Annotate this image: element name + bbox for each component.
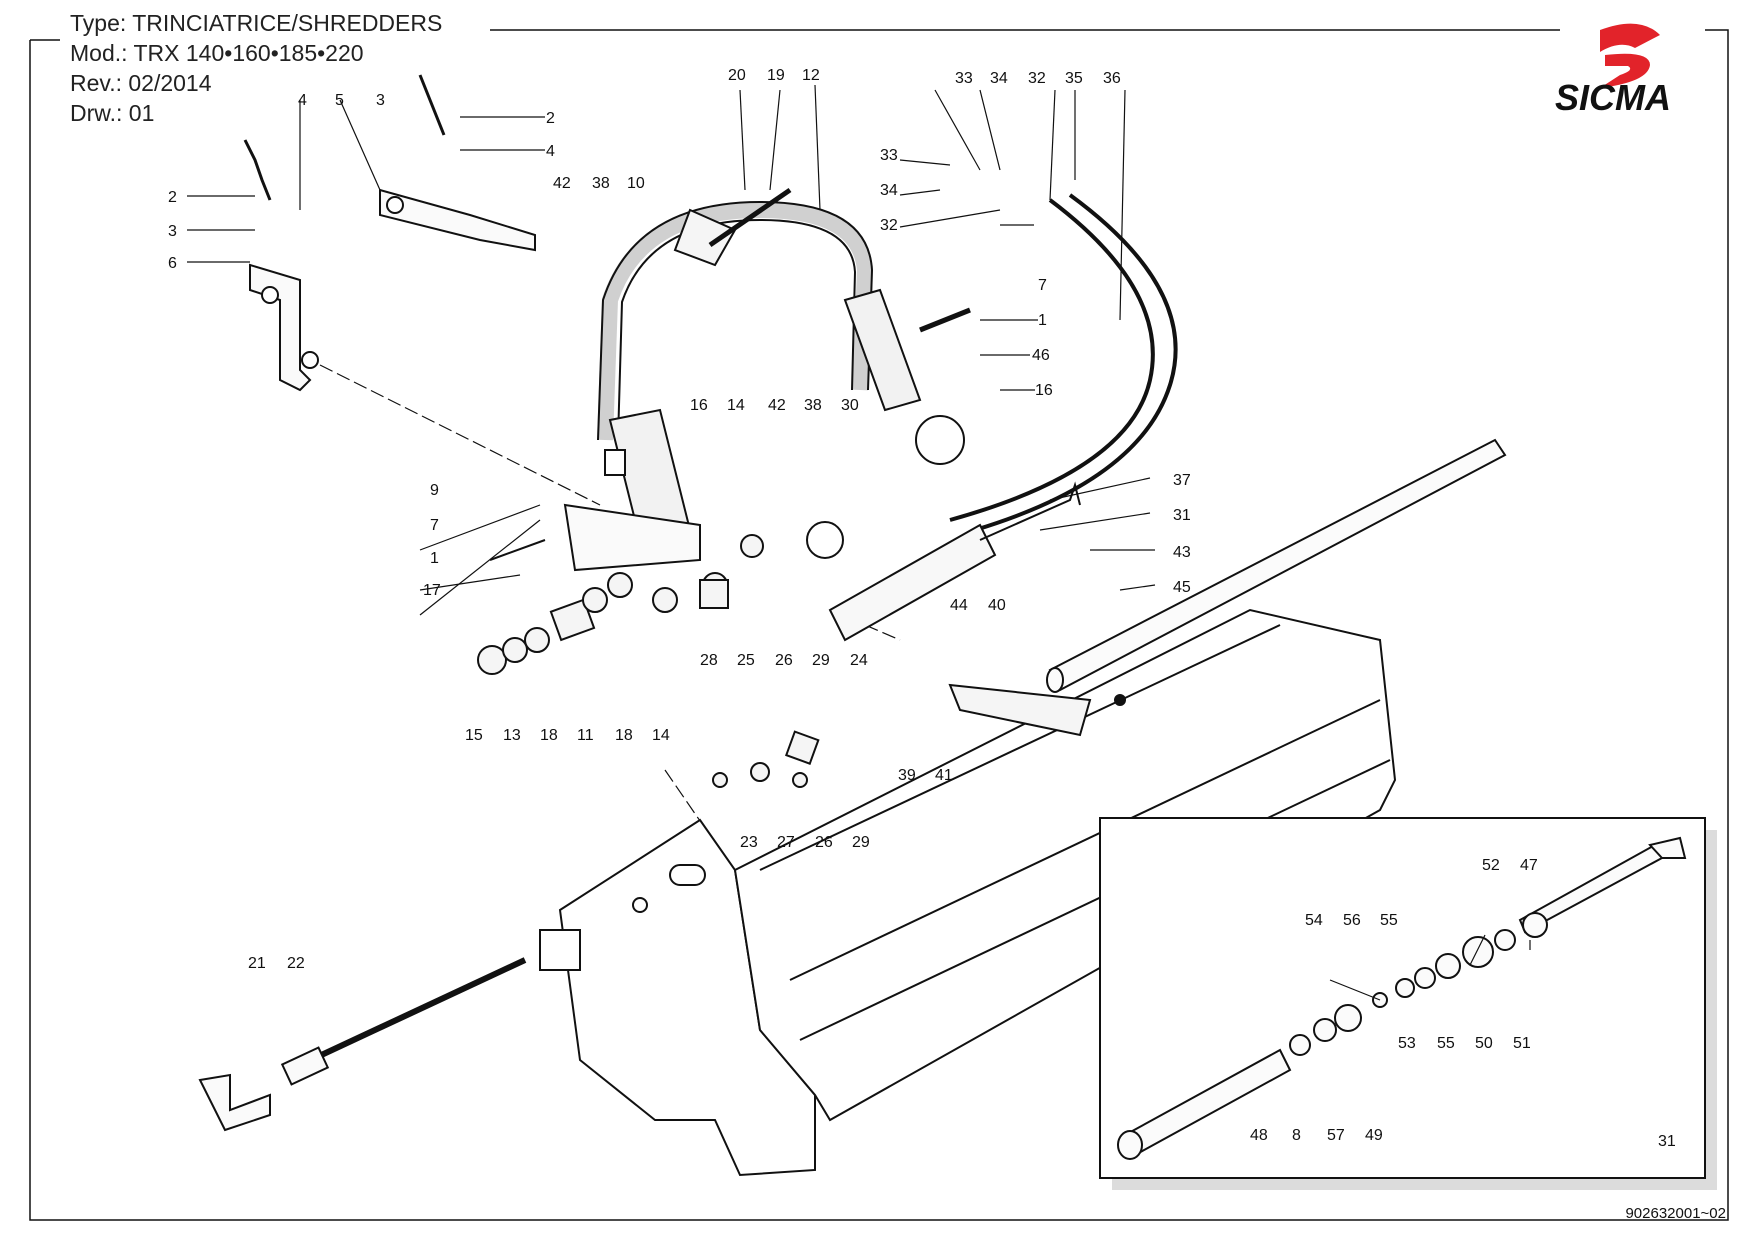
callout-43: 43 bbox=[1173, 544, 1191, 561]
callout-49: 49 bbox=[1365, 1127, 1383, 1144]
callout-34-left: 34 bbox=[880, 182, 898, 199]
callout-29: 29 bbox=[812, 652, 830, 669]
callout-3-top: 3 bbox=[376, 92, 385, 109]
callout-4-top: 4 bbox=[546, 143, 555, 160]
callout-14-mid: 14 bbox=[727, 397, 745, 414]
callout-25: 25 bbox=[737, 652, 755, 669]
callout-6: 6 bbox=[168, 255, 177, 272]
callout-48: 48 bbox=[1250, 1127, 1268, 1144]
callout-12: 12 bbox=[802, 67, 820, 84]
callout-5: 5 bbox=[335, 92, 344, 109]
callout-30: 30 bbox=[841, 397, 859, 414]
callout-35: 35 bbox=[1065, 70, 1083, 87]
inset-detail-box bbox=[1099, 817, 1717, 1190]
header-model: Mod.: TRX 140•160•185•220 bbox=[70, 40, 364, 66]
adjusting-screw bbox=[198, 929, 581, 1132]
callout-23: 23 bbox=[740, 834, 758, 851]
sicma-logo: SICMA bbox=[1555, 23, 1671, 118]
inset-rod bbox=[1117, 836, 1687, 1160]
callout-56: 56 bbox=[1343, 912, 1361, 929]
drawing-frame bbox=[29, 29, 1729, 1221]
callout-8: 8 bbox=[1292, 1127, 1301, 1144]
callout-54: 54 bbox=[1305, 912, 1323, 929]
callout-37: 37 bbox=[1173, 472, 1191, 489]
callout-16-mid: 16 bbox=[690, 397, 708, 414]
callout-33-left: 33 bbox=[880, 147, 898, 164]
callout-32: 32 bbox=[1028, 70, 1046, 87]
callout-46: 46 bbox=[1032, 347, 1050, 364]
callout-26: 26 bbox=[775, 652, 793, 669]
callout-3: 3 bbox=[168, 223, 177, 240]
callout-19: 19 bbox=[767, 67, 785, 84]
callout-38-mid: 38 bbox=[804, 397, 822, 414]
callout-44: 44 bbox=[950, 597, 968, 614]
hitch-links bbox=[249, 188, 536, 392]
callout-53: 53 bbox=[1398, 1035, 1416, 1052]
callout-38: 38 bbox=[592, 175, 610, 192]
drive-shaft bbox=[1046, 438, 1507, 693]
callout-18: 18 bbox=[540, 727, 558, 744]
callout-42-mid: 42 bbox=[768, 397, 786, 414]
callout-22: 22 bbox=[287, 955, 305, 972]
brand-name: SICMA bbox=[1555, 77, 1671, 118]
callout-18-b: 18 bbox=[615, 727, 633, 744]
hydraulic-hoses bbox=[949, 193, 1178, 532]
hitch-frame bbox=[563, 200, 922, 572]
callout-33: 33 bbox=[955, 70, 973, 87]
callout-13: 13 bbox=[503, 727, 521, 744]
callout-2-top: 2 bbox=[546, 110, 555, 127]
callout-42: 42 bbox=[553, 175, 571, 192]
header-drawing: Drw.: 01 bbox=[70, 100, 155, 126]
callout-55-b: 55 bbox=[1437, 1035, 1455, 1052]
callout-2: 2 bbox=[168, 189, 177, 206]
callout-1: 1 bbox=[1038, 312, 1047, 329]
callout-39: 39 bbox=[898, 767, 916, 784]
callout-34: 34 bbox=[990, 70, 1008, 87]
callout-32-left: 32 bbox=[880, 217, 898, 234]
callout-45: 45 bbox=[1173, 579, 1191, 596]
callout-17: 17 bbox=[423, 582, 441, 599]
header-type: Type: TRINCIATRICE/SHREDDERS bbox=[70, 10, 443, 36]
callout-10: 10 bbox=[627, 175, 645, 192]
small-hardware bbox=[477, 187, 1126, 788]
chains bbox=[243, 74, 446, 201]
header-revision: Rev.: 02/2014 bbox=[70, 70, 212, 96]
callout-7: 7 bbox=[1038, 277, 1047, 294]
callout-24: 24 bbox=[850, 652, 868, 669]
shredder-body bbox=[558, 608, 1397, 1177]
callout-20: 20 bbox=[728, 67, 746, 84]
callout-15: 15 bbox=[465, 727, 483, 744]
callout-21: 21 bbox=[248, 955, 266, 972]
callout-50: 50 bbox=[1475, 1035, 1493, 1052]
callout-9: 9 bbox=[430, 482, 439, 499]
callout-55: 55 bbox=[1380, 912, 1398, 929]
callout-40: 40 bbox=[988, 597, 1006, 614]
callout-31: 31 bbox=[1173, 507, 1191, 524]
callout-36: 36 bbox=[1103, 70, 1121, 87]
document-number: 902632001~02 bbox=[1625, 1205, 1726, 1222]
hydraulic-cylinder bbox=[828, 481, 1081, 642]
inset-label: 31 bbox=[1658, 1133, 1676, 1150]
part-callouts: 2 3 6 4 5 3 2 4 42 38 10 20 19 12 33 34 … bbox=[168, 67, 1676, 1150]
callout-57: 57 bbox=[1327, 1127, 1345, 1144]
callout-27: 27 bbox=[777, 834, 795, 851]
callout-52: 52 bbox=[1482, 857, 1500, 874]
callout-28: 28 bbox=[700, 652, 718, 669]
callout-7-left: 7 bbox=[430, 517, 439, 534]
callout-26-b: 26 bbox=[815, 834, 833, 851]
callout-29-b: 29 bbox=[852, 834, 870, 851]
callout-51: 51 bbox=[1513, 1035, 1531, 1052]
callout-14: 14 bbox=[652, 727, 670, 744]
leader-lines bbox=[187, 84, 1531, 1001]
callout-4: 4 bbox=[298, 92, 307, 109]
callout-11: 11 bbox=[577, 727, 594, 744]
callout-16: 16 bbox=[1035, 382, 1053, 399]
callout-41: 41 bbox=[935, 767, 953, 784]
callout-1-left: 1 bbox=[430, 550, 439, 567]
callout-47: 47 bbox=[1520, 857, 1538, 874]
